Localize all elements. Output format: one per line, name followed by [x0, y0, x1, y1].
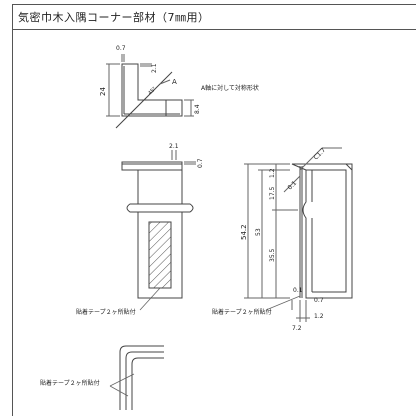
side-dim-35-5: 35.5 [269, 248, 276, 262]
title-bar [12, 4, 416, 30]
corner-inner [131, 357, 164, 410]
tape-leader-side [265, 295, 301, 311]
section-leader [159, 79, 171, 85]
side-dim-17-5: 17.5 [269, 186, 276, 200]
section-axis-line [115, 71, 173, 129]
side-view-bevel [312, 169, 347, 293]
chamfer-leader [299, 147, 323, 171]
sheet-title: 気密巾木入隅コーナー部材（7㎜用） [18, 11, 210, 24]
sheet-frame [12, 4, 416, 416]
top-dim-8-4: 8.4 [194, 104, 201, 114]
adhesive-tape-area [148, 221, 172, 289]
section-angle: 45° [147, 86, 158, 97]
side-dim-r2: 0.1 [293, 287, 303, 294]
front-view-joint [126, 203, 194, 213]
top-view [106, 54, 194, 129]
symmetry-note: A軸に対して対称形状 [201, 84, 259, 92]
tape-leader-corner-1 [109, 373, 135, 387]
side-dim-54-2: 54.2 [240, 224, 248, 240]
front-view-upper-body [137, 169, 183, 205]
front-view-flange [121, 161, 183, 171]
side-dim-1-2b: 1.2 [314, 313, 324, 320]
tape-leader-corner-2 [109, 385, 129, 397]
corner-view [109, 345, 164, 410]
side-dim-0-7: 0.7 [314, 297, 324, 304]
front-dim-2-1: 2.1 [169, 143, 179, 150]
tape-label-side: 貼着テープ２ヶ所貼付 [212, 308, 272, 316]
tape-leader-front [139, 287, 161, 311]
side-dim-c1-7: C1.7 [312, 147, 327, 162]
side-view [244, 147, 353, 322]
front-view-lower-body [137, 211, 183, 299]
top-dim-24: 24 [99, 87, 107, 96]
tape-label-front: 貼着テープ２ヶ所貼付 [76, 308, 136, 316]
section-label-a: A [172, 78, 177, 86]
side-dim-r: 0.1 [286, 180, 298, 192]
front-dim-0-7: 0.7 [197, 158, 204, 168]
corner-middle [125, 351, 164, 410]
front-view [121, 150, 196, 299]
side-view-outline [291, 163, 353, 299]
side-dim-1-2: 1.2 [269, 168, 276, 178]
top-dim-0-7: 0.7 [116, 45, 126, 52]
corner-outer [119, 345, 164, 410]
side-view-chamfer-2 [345, 163, 353, 171]
top-view-end-tab [165, 99, 183, 117]
radius-leader [283, 175, 301, 193]
side-dim-53: 53 [255, 228, 262, 236]
side-dim-7-2: 7.2 [292, 325, 302, 332]
tape-label-corner: 貼着テープ２ヶ所貼付 [40, 379, 100, 387]
top-dim-2-1: 2.1 [151, 63, 158, 73]
